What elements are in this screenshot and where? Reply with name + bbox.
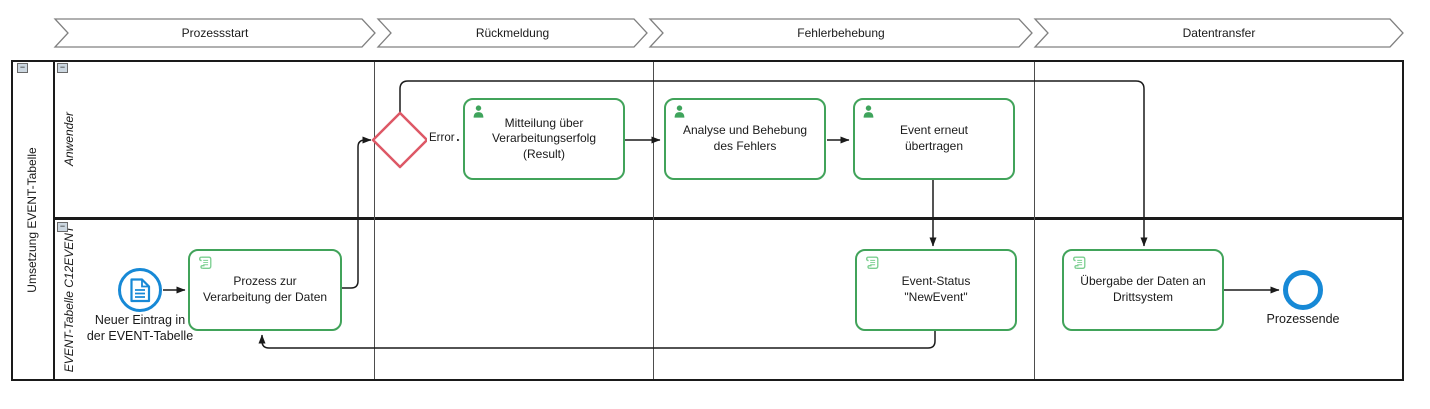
pool-border[interactable] <box>11 60 1404 381</box>
task-label: Event erneut übertragen <box>899 123 969 153</box>
task-label: Analyse und Behebung des Fehlers <box>682 123 808 153</box>
task-analyse[interactable]: Analyse und Behebung des Fehlers <box>664 98 826 180</box>
phase-separator-2 <box>653 62 654 379</box>
task-label: Übergabe der Daten an Drittsystem <box>1080 274 1206 304</box>
task-event-status[interactable]: Event-Status "NewEvent" <box>855 249 1017 331</box>
phase-chevron-prozessstart[interactable] <box>53 18 376 48</box>
task-label: Prozess zur Verarbeitung der Daten <box>202 274 328 304</box>
lane-divider <box>53 217 1404 220</box>
lane1-collapse-button[interactable]: − <box>57 63 68 73</box>
error-gateway[interactable] <box>371 111 429 169</box>
task-prozess-verarbeitung[interactable]: Prozess zur Verarbeitung der Daten <box>188 249 342 331</box>
start-event-label: Neuer Eintrag in der EVENT-Tabelle <box>86 313 194 343</box>
phase-chevron-fehlerbehebung[interactable] <box>648 18 1033 48</box>
phase-separator-1 <box>374 62 375 379</box>
document-icon <box>130 278 151 303</box>
phase-label-fehlerbehebung: Fehlerbehebung <box>797 26 885 40</box>
flow-gateway-to-uebergabe[interactable] <box>399 80 1148 247</box>
task-label: Mitteilung über Verarbeitungserfolg (Res… <box>491 115 597 161</box>
error-edge-label: Error <box>427 132 457 144</box>
flow-status-to-process-loop[interactable] <box>258 331 936 349</box>
task-mitteilung[interactable]: Mitteilung über Verarbeitungserfolg (Res… <box>463 98 625 180</box>
phase-label-rueckmeldung: Rückmeldung <box>475 26 550 40</box>
task-event-erneut[interactable]: Event erneut übertragen <box>853 98 1015 180</box>
end-event[interactable] <box>1283 270 1323 310</box>
phase-separator-3 <box>1034 62 1035 379</box>
task-label: Event-Status "NewEvent" <box>901 274 971 304</box>
phase-chevron-datentransfer[interactable] <box>1033 18 1404 48</box>
phase-band <box>53 18 1404 48</box>
phase-label-prozessstart: Prozessstart <box>181 26 249 40</box>
pool-collapse-button[interactable]: − <box>17 63 28 73</box>
pool-header-divider <box>53 60 55 381</box>
task-uebergabe[interactable]: Übergabe der Daten an Drittsystem <box>1062 249 1224 331</box>
phase-chevron-rueckmeldung[interactable] <box>376 18 648 48</box>
phase-label-datentransfer: Datentransfer <box>1182 26 1256 40</box>
flow-process-to-gateway[interactable] <box>342 136 372 289</box>
lane2-collapse-button[interactable]: − <box>57 222 68 232</box>
end-event-label: Prozessende <box>1266 312 1340 326</box>
